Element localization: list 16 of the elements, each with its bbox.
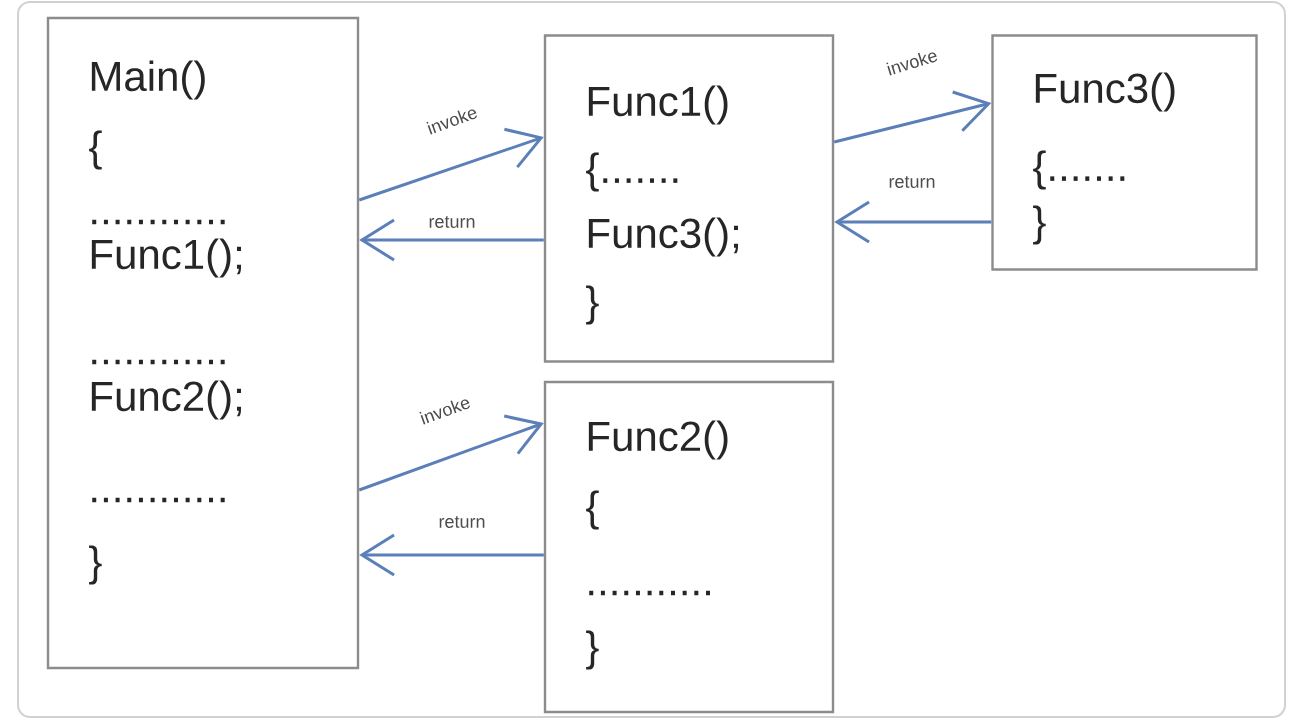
edge-label: invoke — [415, 392, 475, 428]
edge-label: invoke — [882, 45, 942, 79]
code-box: Func1() {....... Func3(); } — [543, 34, 835, 363]
code-box: Func2() { ........... } — [543, 380, 835, 714]
code-box: Func3() {....... } — [991, 34, 1258, 271]
edge-label: invoke — [422, 102, 482, 138]
arrow — [834, 200, 992, 244]
arrow — [358, 127, 544, 202]
arrow — [359, 533, 544, 577]
edge-label: return — [426, 214, 478, 230]
arrow — [359, 218, 544, 262]
edge-label: return — [886, 174, 938, 190]
code-box: Main() { ............ Func1(); ............ Func2(); ............ } — [46, 16, 360, 670]
arrow — [833, 90, 992, 144]
edge-label: return — [436, 514, 488, 530]
arrow — [358, 414, 544, 492]
